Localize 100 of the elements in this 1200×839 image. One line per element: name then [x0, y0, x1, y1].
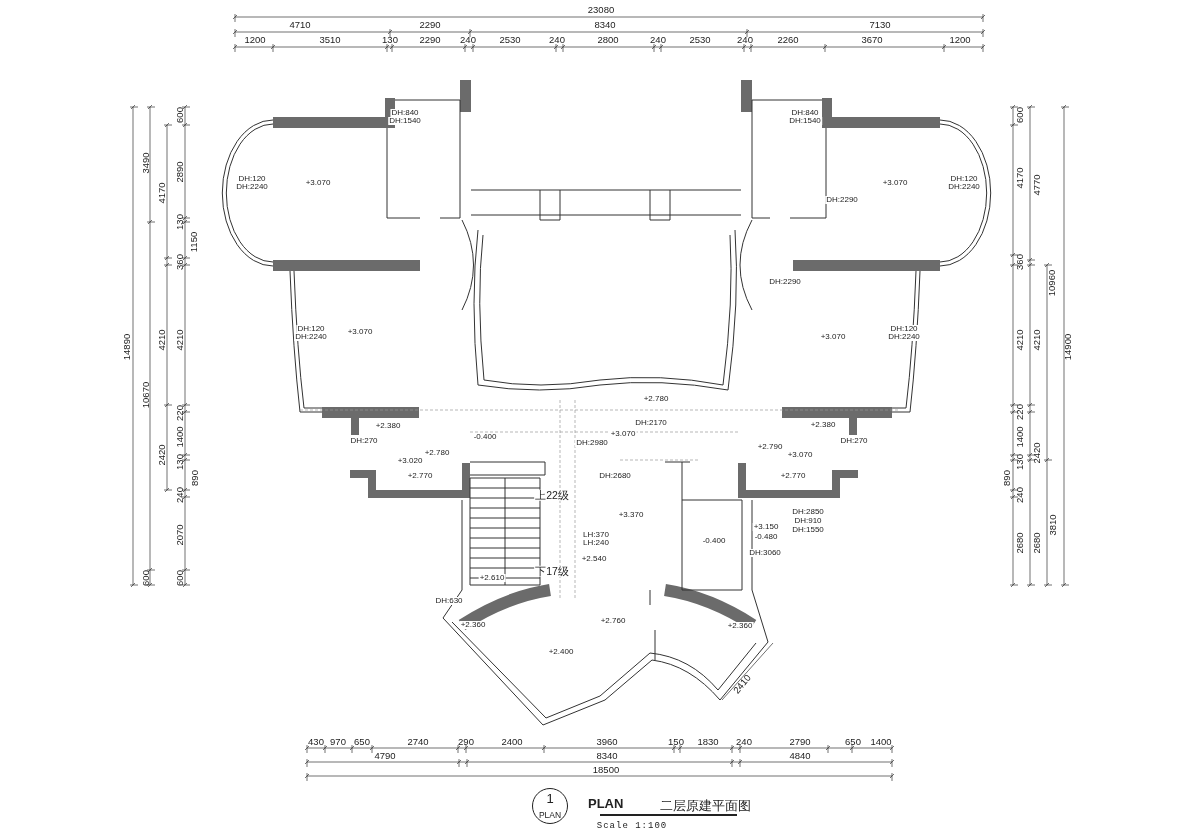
dimension-text: 2530 — [499, 35, 521, 45]
dimension-text: 2790 — [789, 737, 811, 747]
opening-height-note: DH:840 — [390, 109, 420, 117]
dimension-text: 600 — [175, 107, 185, 123]
drawing-number-circle — [532, 788, 568, 824]
dimension-text: 1400 — [175, 426, 185, 448]
dimension-text: 4770 — [1032, 174, 1042, 196]
dimension-text: 23080 — [587, 5, 615, 15]
dimension-text: 1400 — [1015, 426, 1025, 448]
elevation-label: +2.400 — [547, 648, 575, 656]
dimension-text: 10960 — [1047, 269, 1057, 297]
dimension-text: 4710 — [289, 20, 311, 30]
stair-note: 上22级 — [534, 489, 570, 501]
opening-height-note: DH:120 — [889, 325, 919, 333]
opening-height-note: DH:2980 — [575, 439, 609, 447]
opening-height-note: LH:370 — [582, 531, 610, 539]
dimension-text: 1200 — [949, 35, 971, 45]
elevation-label: +2.360 — [726, 622, 754, 630]
opening-height-note: DH:1540 — [388, 117, 422, 125]
dimension-text: 3490 — [141, 152, 151, 174]
dimension-text: 240 — [650, 35, 666, 45]
elevation-label: +2.760 — [599, 617, 627, 625]
opening-height-note: DH:630 — [434, 597, 464, 605]
dimension-text: 600 — [141, 570, 151, 586]
dimension-text: 240 — [736, 737, 752, 747]
elevation-label: +2.610 — [478, 574, 506, 582]
dimension-text: 2290 — [419, 35, 441, 45]
dimension-text: 2890 — [175, 161, 185, 183]
opening-height-note: DH:840 — [790, 109, 820, 117]
scale-note: Scale 1:100 — [595, 821, 669, 831]
dimension-text: 2800 — [597, 35, 619, 45]
dimension-text: 600 — [175, 570, 185, 586]
elevation-label: +3.070 — [609, 430, 637, 438]
drawing-subtitle: 二层原建平面图 — [658, 798, 752, 812]
elevation-label: +2.780 — [642, 395, 670, 403]
dimension-text: 290 — [458, 737, 474, 747]
dimension-text: 18500 — [592, 765, 620, 775]
elevation-label: +3.020 — [396, 457, 424, 465]
dimension-text: 130 — [175, 214, 185, 230]
opening-height-note: DH:120 — [237, 175, 267, 183]
opening-height-note: LH:240 — [582, 539, 610, 547]
drawing-number: 1 — [545, 792, 555, 805]
dimension-text: 1830 — [697, 737, 719, 747]
dimension-text: 4170 — [1015, 167, 1025, 189]
opening-height-note: DH:2170 — [634, 419, 668, 427]
dimension-text: 650 — [845, 737, 861, 747]
elevation-label: +2.380 — [374, 422, 402, 430]
elevation-label: +3.070 — [819, 333, 847, 341]
elevation-label: +3.070 — [881, 179, 909, 187]
dimension-text: 1400 — [870, 737, 892, 747]
dimension-text: 4210 — [1015, 329, 1025, 351]
dimension-text: 4210 — [157, 329, 167, 351]
dimension-text: 8340 — [594, 20, 616, 30]
dimension-text: 970 — [330, 737, 346, 747]
dimension-text: 240 — [549, 35, 565, 45]
opening-height-note: DH:2240 — [294, 333, 328, 341]
dimension-text: 600 — [1015, 107, 1025, 123]
dimension-text: 890 — [190, 470, 200, 486]
dimension-text: 220 — [175, 405, 185, 421]
dimension-text: 7130 — [869, 20, 891, 30]
elevation-label: +2.540 — [580, 555, 608, 563]
opening-height-note: DH:2680 — [598, 472, 632, 480]
dimension-text: 3960 — [596, 737, 618, 747]
dimension-text: 240 — [737, 35, 753, 45]
opening-height-note: DH:270 — [839, 437, 869, 445]
dimension-text: 4210 — [1032, 329, 1042, 351]
elevation-label: +2.380 — [809, 421, 837, 429]
dimension-text: 4840 — [789, 751, 811, 761]
dimension-text: 2740 — [407, 737, 429, 747]
elevation-label: +2.790 — [756, 443, 784, 451]
dimension-text: 2530 — [689, 35, 711, 45]
opening-height-note: DH:910 — [793, 517, 823, 525]
dimension-text: 360 — [175, 254, 185, 270]
dimension-text: 2260 — [777, 35, 799, 45]
opening-height-note: DH:1550 — [791, 526, 825, 534]
dimension-text: 2400 — [501, 737, 523, 747]
dimension-text: 220 — [1015, 404, 1025, 420]
dimension-text: 1200 — [244, 35, 266, 45]
dimension-text: 8340 — [596, 751, 618, 761]
opening-height-note: DH:2850 — [791, 508, 825, 516]
elevation-label: +2.770 — [779, 472, 807, 480]
elevation-label: +3.070 — [304, 179, 332, 187]
elevation-label: +2.770 — [406, 472, 434, 480]
dimension-text: 430 — [308, 737, 324, 747]
opening-height-note: DH:120 — [949, 175, 979, 183]
dimension-text: 360 — [1015, 254, 1025, 270]
dimension-text: 2680 — [1032, 532, 1042, 554]
dimension-text: 130 — [382, 35, 398, 45]
opening-height-note: DH:2240 — [887, 333, 921, 341]
dimension-text: 4790 — [374, 751, 396, 761]
opening-height-note: DH:2290 — [825, 196, 859, 204]
dimension-text: 3670 — [861, 35, 883, 45]
elevation-label: +3.150 — [752, 523, 780, 531]
dimension-text: 14890 — [122, 333, 132, 361]
elevation-label: -0.400 — [472, 433, 498, 441]
dimension-text: 150 — [668, 737, 684, 747]
dimension-text: 240 — [1015, 487, 1025, 503]
opening-height-note: DH:120 — [296, 325, 326, 333]
elevation-label: +3.070 — [346, 328, 374, 336]
opening-height-note: DH:1540 — [788, 117, 822, 125]
